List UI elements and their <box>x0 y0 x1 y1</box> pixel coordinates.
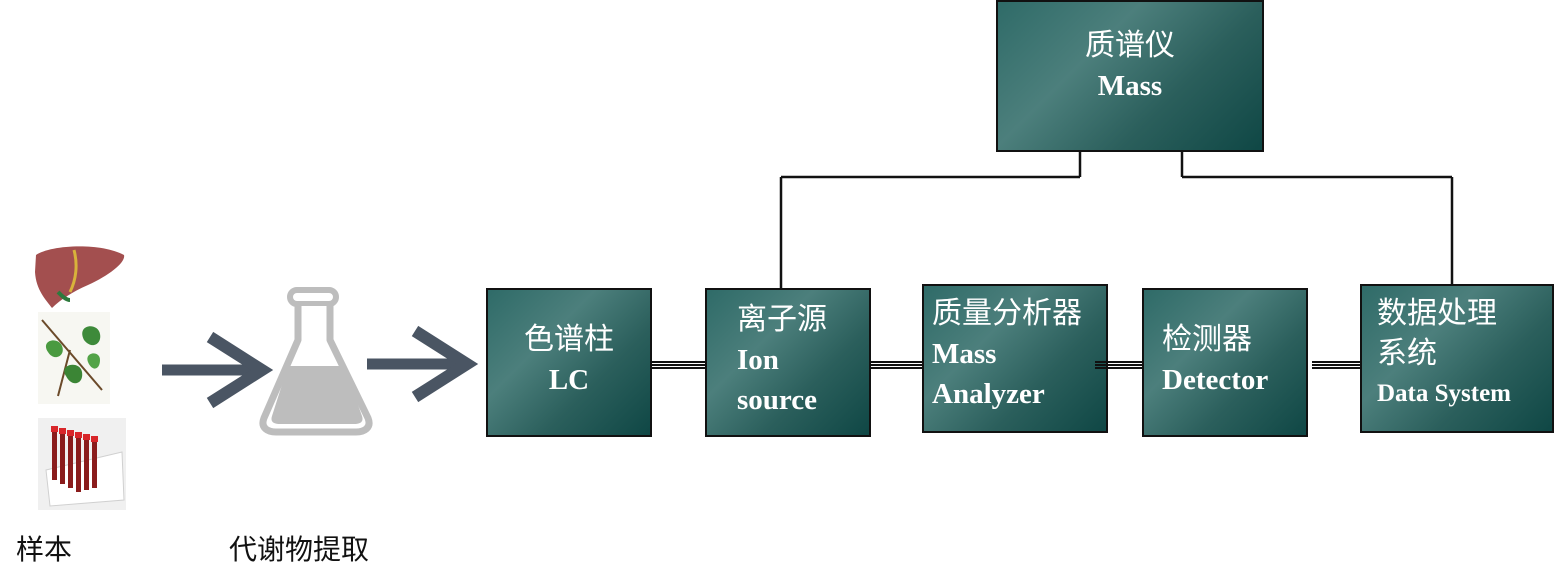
data-system-label-zh-1: 数据处理 <box>1377 296 1497 331</box>
liver-icon <box>35 246 125 308</box>
lc-label-zh: 色谱柱 <box>524 322 614 357</box>
right-arrow-icon <box>367 325 479 403</box>
connector-mass-analyzer-detector <box>1095 361 1142 369</box>
connector-detector-data-system <box>1312 361 1360 369</box>
detector-label-zh: 检测器 <box>1162 322 1252 357</box>
mass-analyzer-label-en-1: Mass <box>932 338 997 370</box>
mass-spectrometer-label-zh: 质谱仪 <box>1085 28 1175 63</box>
blood-tube-rack-icon <box>38 418 126 510</box>
connector-lc-ion-source <box>652 361 705 369</box>
data-system-box: 数据处理 系统 Data System <box>1360 284 1554 433</box>
ion-source-label-en-2: source <box>737 384 818 416</box>
tree-connector-lines <box>779 152 1454 288</box>
mass-analyzer-label-zh: 质量分析器 <box>932 296 1082 331</box>
sample-caption: 样本 <box>16 533 73 566</box>
detector-label-en: Detector <box>1162 364 1269 396</box>
ion-source-label-en-1: Ion <box>737 344 779 376</box>
mass-spectrometer-box: 质谱仪 Mass <box>996 0 1264 152</box>
right-arrow-icon <box>162 331 274 409</box>
lc-label-en: LC <box>548 364 590 396</box>
erlenmeyer-flask-icon <box>259 287 373 436</box>
mass-analyzer-label-en-2: Analyzer <box>932 378 1045 410</box>
ginkgo-leaf-icon <box>38 312 110 404</box>
mass-spectrometer-label-en: Mass <box>1097 70 1163 102</box>
mass-analyzer-box: 质量分析器 Mass Analyzer <box>922 284 1108 433</box>
lc-box: 色谱柱 LC <box>486 288 652 437</box>
ion-source-box: 离子源 Ion source <box>705 288 871 437</box>
data-system-label-en: Data System <box>1377 380 1512 407</box>
detector-box: 检测器 Detector <box>1142 288 1308 437</box>
extraction-caption: 代谢物提取 <box>229 533 370 566</box>
ion-source-label-zh: 离子源 <box>737 302 827 337</box>
connector-ion-source-mass-analyzer <box>871 361 922 369</box>
data-system-label-zh-2: 系统 <box>1377 336 1437 371</box>
